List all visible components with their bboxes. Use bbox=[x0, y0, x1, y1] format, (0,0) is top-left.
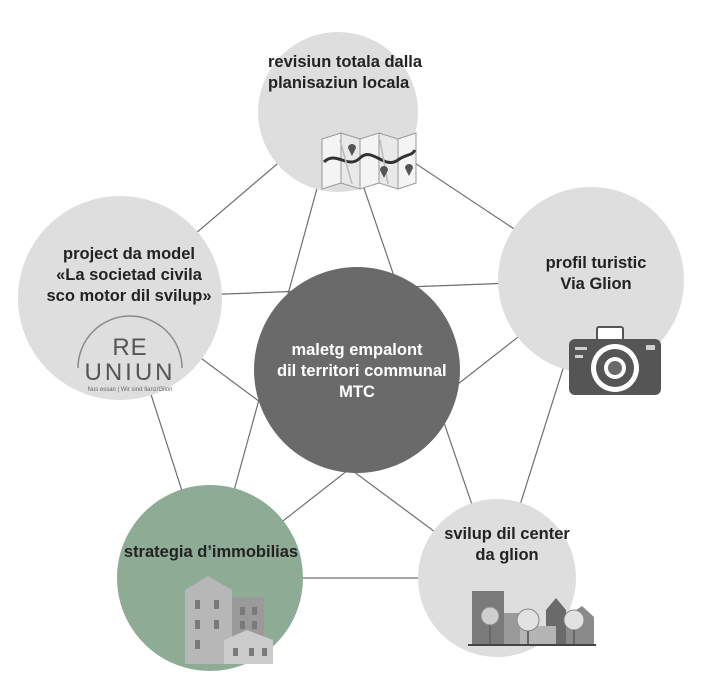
reuniun-logo-tagline: Nus essan | Wir sind Ilanz/Glion bbox=[87, 387, 173, 393]
center-label-line: maletg empalont bbox=[291, 341, 423, 359]
node-label-right: profil turistic Via Glion bbox=[531, 253, 661, 295]
folded-map-icon bbox=[321, 132, 417, 190]
center-label: maletg empalont dil territori communal M… bbox=[277, 340, 447, 403]
reuniun-logo-line1: RE bbox=[112, 334, 148, 361]
node-label-line: planisaziun locala bbox=[268, 74, 410, 92]
node-label-line: strategia d’immobilias bbox=[123, 543, 299, 561]
town-center-icon bbox=[468, 591, 596, 646]
center-label-line: MTC bbox=[339, 383, 375, 401]
buildings-icon bbox=[185, 576, 273, 664]
node-label-bottom-right: svilup dil center da glion bbox=[442, 524, 572, 566]
reuniun-logo-line2: UNIUN bbox=[84, 359, 176, 386]
node-label-line: sco motor dil svilup» bbox=[46, 287, 212, 305]
node-label-bottom-left: strategia d’immobilias bbox=[121, 542, 301, 563]
node-label-line: svilup dil center bbox=[444, 525, 570, 543]
node-label-line: project da model bbox=[62, 245, 196, 263]
center-label-line: dil territori communal bbox=[277, 362, 447, 380]
node-label-line: profil turistic bbox=[545, 254, 647, 272]
center-circle bbox=[254, 267, 460, 473]
reuniun-logo-arc bbox=[77, 315, 183, 369]
node-label-line: Via Glion bbox=[560, 275, 632, 293]
reuniun-logo: RE UNIUN Nus essan | Wir sind Ilanz/Glio… bbox=[70, 336, 190, 394]
node-label-line: revisiun totala dalla bbox=[268, 53, 423, 71]
node-circle-left bbox=[18, 196, 222, 400]
node-label-top: revisiun totala dalla planisaziun locala bbox=[268, 52, 423, 94]
node-circle-right bbox=[498, 187, 684, 373]
node-label-left: project da model «La societad civila sco… bbox=[24, 244, 234, 307]
node-label-line: «La societad civila bbox=[56, 266, 202, 284]
camera-icon bbox=[569, 326, 661, 395]
node-label-line: da glion bbox=[475, 546, 539, 564]
